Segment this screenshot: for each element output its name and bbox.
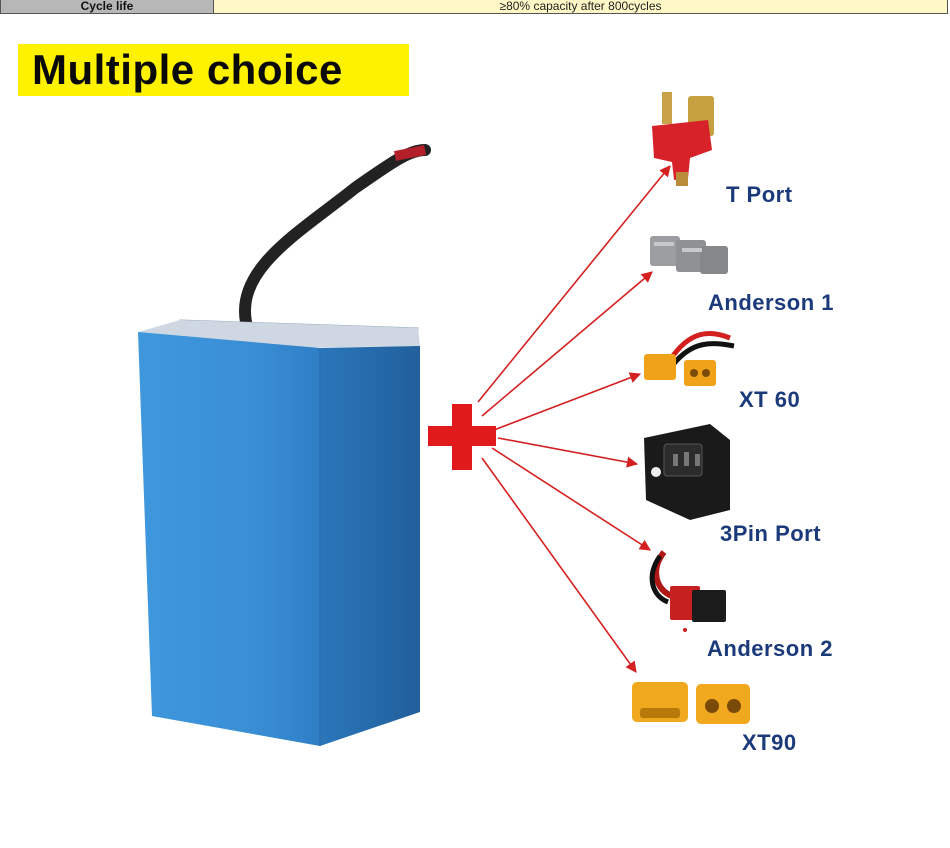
spec-key: Cycle life [1,0,214,13]
spec-value: ≥80% capacity after 800cycles [499,0,662,13]
battery-pack [138,144,431,746]
arrow-to-t-port [477,165,671,403]
anderson-red-black-connector-icon [649,550,726,632]
xt90-connector-pair-icon [632,682,750,724]
arrow-to-3pin-port [497,437,639,468]
option-label-xt90: XT90 [742,730,797,755]
t-plug-connector-icon [652,92,714,186]
option-label-3pin-port: 3Pin Port [720,521,822,546]
iec-3pin-socket-icon [644,424,730,520]
option-label-xt60: XT 60 [739,387,801,412]
arrow-to-anderson-2 [491,447,651,551]
option-label-anderson-1: Anderson 1 [708,290,835,315]
plus-icon [428,404,496,470]
headline-banner: Multiple choice [18,44,409,96]
spec-table-row: Cycle life ≥80% capacity after 800cycles [0,0,948,14]
arrow-to-xt60 [493,372,642,431]
anderson-gray-connector-icon [650,236,728,274]
arrow-to-anderson-1 [481,271,653,417]
connector-arrows [477,165,671,673]
xt60-connector-pair-icon [644,330,735,386]
option-label-anderson-2: Anderson 2 [707,636,834,661]
arrow-to-xt90 [481,457,637,673]
option-label-t-port: T Port [726,182,793,207]
